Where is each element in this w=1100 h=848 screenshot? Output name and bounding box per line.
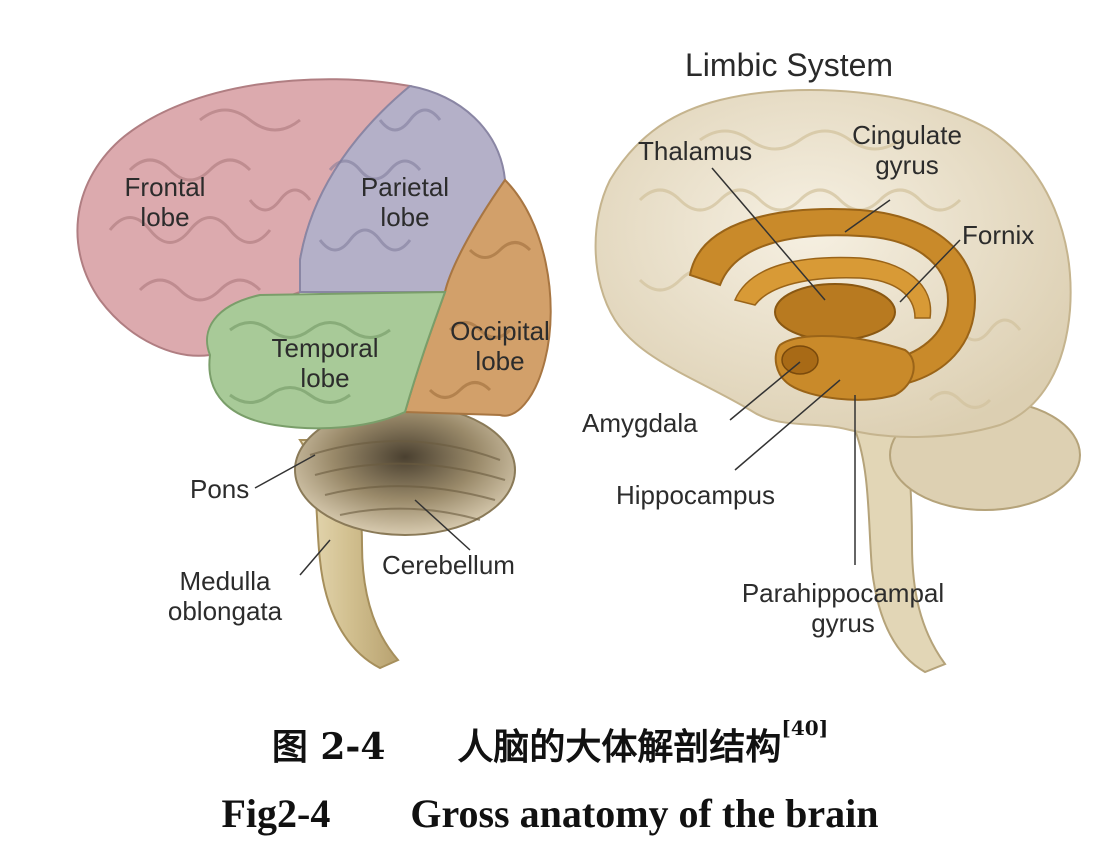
right-leader-lines [711,167,961,565]
label-thalamus: Thalamus [638,136,753,166]
label-cerebellum: Cerebellum [382,550,515,580]
label-parahippocampal-line2: gyrus [811,608,875,638]
label-parahippocampal-line1: Parahippocampal [741,578,945,608]
label-temporal-line1: Temporal [271,333,379,363]
label-temporal-lobe: Temporal lobe [255,333,395,393]
occipital-lobe [403,178,552,417]
brain-illustrations [76,78,1081,674]
label-amygdala: Amygdala [582,408,698,438]
left-leader-lines [254,454,471,576]
label-fornix: Fornix [962,220,1035,250]
label-medulla-oblongata: Medulla oblongata [150,566,300,626]
gyri-lines [108,108,532,404]
right-gyri-lines [638,129,1022,409]
thalamus [774,283,896,341]
left-brain [76,78,552,670]
label-medulla-line1: Medulla [179,566,271,596]
caption-en-text: Gross anatomy of the brain [410,791,879,836]
label-pons: Pons [190,474,250,504]
label-cingulate-gyrus: Cingulate gyrus [832,120,982,180]
caption-cn-prefix: 图 2-4 [271,726,386,768]
label-hippocampus: Hippocampus [616,480,775,510]
caption-en-prefix: Fig2-4 [221,791,331,836]
right-brain [594,89,1081,674]
caption-cn-reference: [40] [781,716,829,740]
label-cingulate-line2: gyrus [875,150,939,180]
label-cingulate-line1: Cingulate [852,120,962,150]
brain-anatomy-figure: Frontal lobe Parietal lobe Temporal lobe… [76,47,1081,674]
label-frontal-line1: Frontal [124,172,206,202]
label-occipital-lobe: Occipital lobe [435,316,565,376]
amygdala [781,345,819,375]
caption-english: Fig2-4 Gross anatomy of the brain [0,790,1100,837]
label-parietal-lobe: Parietal lobe [345,172,465,232]
label-frontal-lobe: Frontal lobe [110,172,220,232]
label-medulla-line2: oblongata [167,596,283,626]
label-parahippocampal-gyrus: Parahippocampal gyrus [718,578,968,638]
label-parietal-line2: lobe [380,202,430,232]
right-brainstem [853,429,947,674]
label-parietal-line1: Parietal [360,172,450,202]
limbic-system-title: Limbic System [685,47,894,83]
label-temporal-line2: lobe [300,363,350,393]
label-occipital-line2: lobe [475,346,525,376]
label-occipital-line1: Occipital [450,316,550,346]
fornix [733,256,932,319]
label-frontal-line2: lobe [140,202,190,232]
caption-cn-text: 人脑的大体解剖结构 [457,726,782,768]
caption-chinese: 图 2-4 人脑的大体解剖结构[40] [0,716,1100,770]
